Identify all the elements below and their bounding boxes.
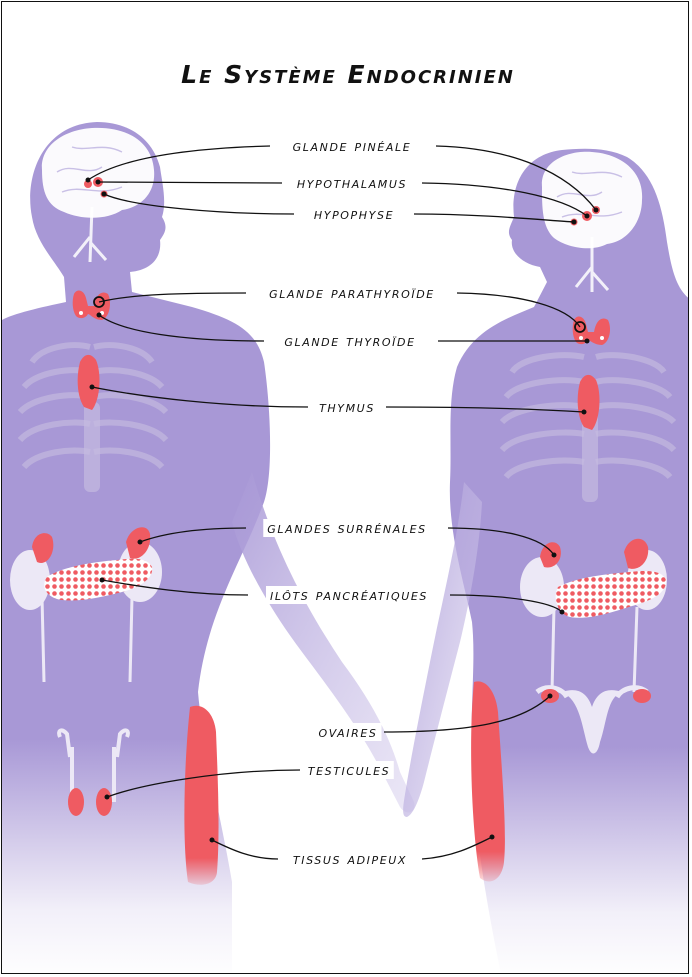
label-testicules: testicules — [303, 761, 395, 779]
connector-markers — [85, 177, 599, 843]
female-figure — [403, 148, 688, 973]
male-figure — [2, 122, 415, 973]
label-tissus-adipeux: tissus adipeux — [288, 850, 412, 868]
label-thymus: thymus — [315, 398, 379, 416]
label-glandes-surrenales: glandes surrénales — [263, 519, 431, 537]
poster-title: Le Système Endocrinien — [181, 60, 515, 89]
male-pancreas — [44, 558, 153, 601]
label-glande-thyroide: glande thyroïde — [280, 332, 420, 350]
label-ilots-pancreatiques: ilôts pancréatiques — [265, 586, 433, 604]
label-hypothalamus: hypothalamus — [292, 174, 412, 192]
female-pancreas — [555, 570, 667, 618]
connector-lines — [87, 145, 597, 860]
label-glande-pineale: glande pinéale — [288, 137, 416, 155]
label-ovaires: ovaires — [314, 723, 382, 741]
label-glande-parathyroide: glande parathyroïde — [265, 284, 439, 302]
female-brain — [541, 151, 643, 249]
label-hypophyse: hypophyse — [309, 205, 399, 223]
male-brain — [41, 127, 155, 218]
